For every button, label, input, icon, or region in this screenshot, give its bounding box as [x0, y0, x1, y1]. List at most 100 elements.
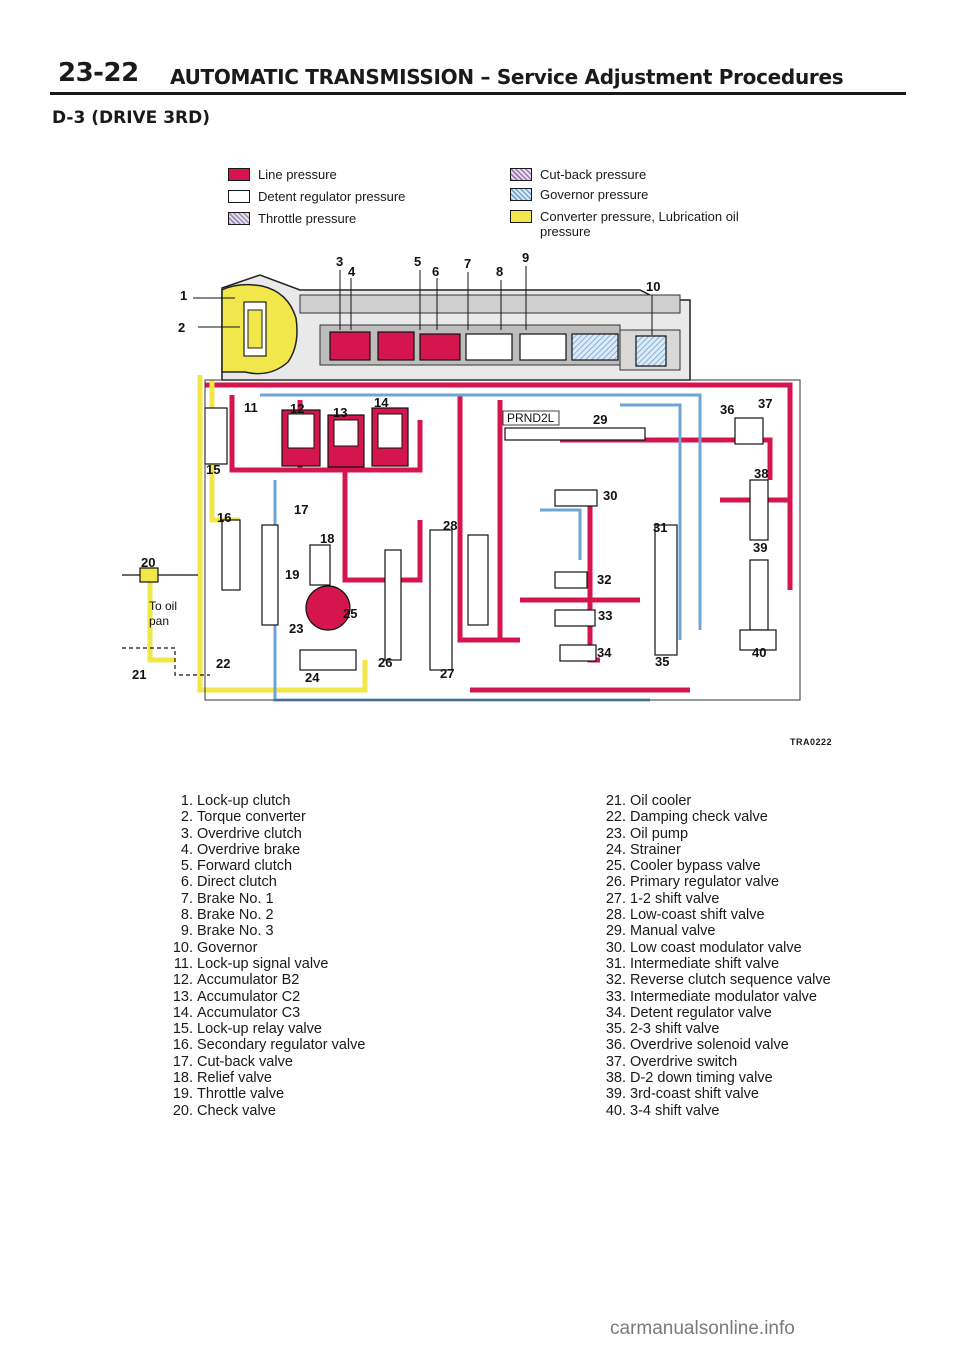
callout-38: 38	[754, 466, 768, 481]
list-item: 37.Overdrive switch	[605, 1053, 738, 1070]
list-item: 39.3rd-coast shift valve	[605, 1086, 759, 1103]
callout-5: 5	[414, 254, 421, 269]
legend-label: Cut-back pressure	[540, 167, 647, 182]
list-item: 8.Brake No. 2	[180, 907, 274, 924]
section-title: D-3 (DRIVE 3RD)	[52, 108, 211, 128]
callout-2: 2	[178, 320, 185, 335]
callout-32: 32	[597, 572, 611, 587]
legend-label: Governor pressure	[540, 187, 649, 202]
list-item: 12.Accumulator B2	[172, 972, 300, 989]
callout-23: 23	[289, 621, 303, 636]
list-item: 31.Intermediate shift valve	[605, 955, 780, 972]
callout-9: 9	[522, 250, 529, 265]
selector-label: PRND2L	[507, 411, 555, 425]
list-item: 1.Lock-up clutch	[180, 793, 291, 809]
callout-25: 25	[343, 606, 357, 621]
callout-6: 6	[432, 264, 439, 279]
list-item: 20.Check valve	[172, 1102, 276, 1119]
list-item: 3.Overdrive clutch	[180, 825, 302, 842]
legend-swatch	[228, 168, 250, 181]
callout-34: 34	[597, 645, 612, 660]
legend-swatch	[510, 168, 532, 181]
callout-10: 10	[646, 279, 660, 294]
page-title: AUTOMATIC TRANSMISSION – Service Adjustm…	[170, 65, 844, 89]
legend-label: Throttle pressure	[258, 211, 357, 226]
list-item: 28.Low-coast shift valve	[605, 907, 765, 924]
list-item: 27.1-2 shift valve	[605, 890, 720, 907]
callout-14: 14	[374, 395, 389, 410]
list-item: 35.2-3 shift valve	[605, 1021, 720, 1038]
callout-29: 29	[593, 412, 607, 427]
page-header: 23-22 AUTOMATIC TRANSMISSION – Service A…	[58, 58, 906, 94]
strainer	[299, 649, 357, 671]
pan-label: pan	[149, 614, 169, 628]
list-item: 14.Accumulator C3	[172, 1004, 301, 1021]
callout-20: 20	[141, 555, 155, 570]
callout-24: 24	[305, 670, 320, 685]
callout-31: 31	[653, 520, 667, 535]
list-item: 40.3-4 shift valve	[605, 1102, 720, 1119]
callout-33: 33	[598, 608, 612, 623]
legend-swatch	[228, 190, 250, 203]
diagram-code: TRA0222	[790, 737, 833, 747]
list-item: 11.Lock-up signal valve	[173, 955, 329, 972]
callout-17: 17	[294, 502, 308, 517]
oil-pump	[305, 585, 351, 631]
callout-30: 30	[603, 488, 617, 503]
callout-40: 40	[752, 645, 766, 660]
legend-label: Line pressure	[258, 167, 337, 182]
callout-35: 35	[655, 654, 669, 669]
callout-16: 16	[217, 510, 231, 525]
valve-body-outline	[204, 379, 801, 701]
callout-28: 28	[443, 518, 457, 533]
callout-39: 39	[753, 540, 767, 555]
callout-7: 7	[464, 256, 471, 271]
parts-list-right: 21.Oil cooler 22.Damping check valve 23.…	[602, 793, 831, 1119]
valve-bodies	[204, 407, 777, 671]
list-item: 5.Forward clutch	[180, 858, 293, 875]
watermark: carmanualsonline.info	[610, 1318, 795, 1339]
list-item: 13.Accumulator C2	[172, 988, 301, 1005]
page-number: 23-22	[58, 58, 139, 88]
callout-4: 4	[348, 264, 356, 279]
callout-3: 3	[336, 254, 343, 269]
list-item: 38.D-2 down timing valve	[605, 1070, 773, 1087]
list-item: 29.Manual valve	[605, 923, 716, 940]
list-item: 16.Secondary regulator valve	[172, 1037, 366, 1054]
callout-15: 15	[206, 462, 220, 477]
legend: Line pressure Detent regulator pressure …	[228, 167, 788, 239]
list-item: 6.Direct clutch	[180, 874, 277, 891]
callout-12: 12	[290, 401, 304, 416]
callout-27: 27	[440, 666, 454, 681]
list-item: 26.Primary regulator valve	[605, 874, 780, 891]
list-item: 9.Brake No. 3	[180, 923, 274, 940]
legend-swatch	[510, 188, 532, 201]
legend-swatch	[510, 210, 532, 223]
list-item: 32.Reverse clutch sequence valve	[605, 972, 831, 989]
callout-19: 19	[285, 567, 299, 582]
legend-label: Converter pressure, Lubrication oil pres…	[540, 209, 739, 239]
list-item: 17.Cut-back valve	[172, 1053, 293, 1070]
list-item: 36.Overdrive solenoid valve	[605, 1037, 789, 1054]
hydraulic-circuit-diagram: 1 2 3 4 5 6 7 8 9 10 11 12 13 14 15 16 1…	[122, 250, 801, 702]
callout-8: 8	[496, 264, 503, 279]
list-item: 22.Damping check valve	[605, 809, 768, 826]
list-item: 23.Oil pump	[605, 825, 689, 842]
oil-cooler	[122, 567, 210, 676]
list-item: 34.Detent regulator valve	[605, 1004, 772, 1021]
list-item: 24.Strainer	[605, 841, 681, 858]
list-item: 21.Oil cooler	[605, 793, 692, 809]
list-item: 19.Throttle valve	[172, 1086, 285, 1103]
line-pressure-passages	[205, 382, 793, 693]
list-item: 15.Lock-up relay valve	[172, 1021, 322, 1038]
header-divider	[50, 92, 906, 95]
callout-37: 37	[758, 396, 772, 411]
callout-1: 1	[180, 288, 187, 303]
list-item: 33.Intermediate modulator valve	[605, 988, 817, 1005]
parts-list-left: 1.Lock-up clutch 2.Torque converter 3.Ov…	[169, 793, 366, 1119]
callout-13: 13	[333, 405, 347, 420]
list-item: 10.Governor	[172, 939, 258, 956]
callout-26: 26	[378, 655, 392, 670]
callout-leaders	[193, 266, 653, 335]
list-item: 7.Brake No. 1	[180, 890, 274, 907]
